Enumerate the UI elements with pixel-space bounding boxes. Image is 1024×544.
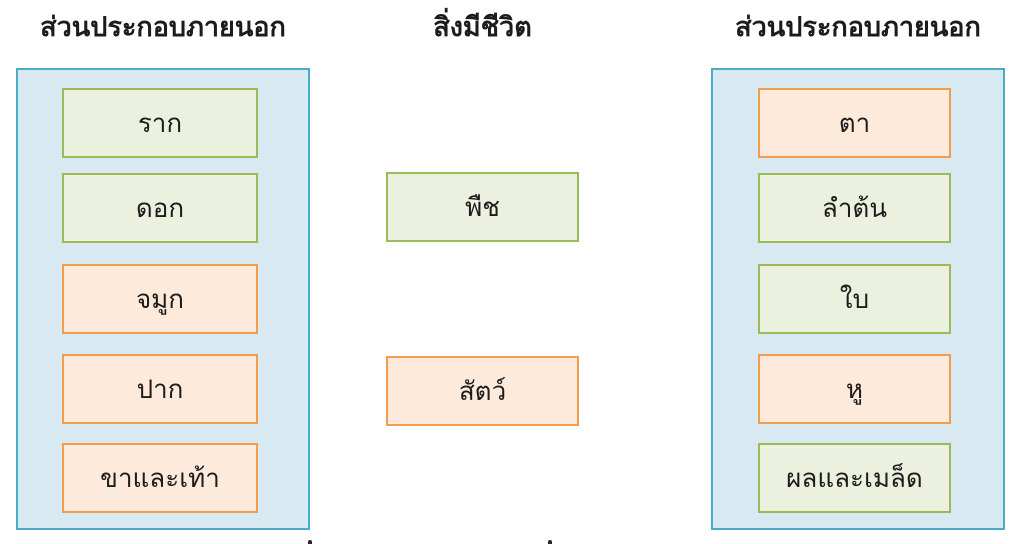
item-box-flower: ดอก [62,173,258,243]
cropped-caption-mark [308,540,312,544]
item-label: ราก [137,107,183,138]
item-label: ลำต้น [821,192,888,223]
item-box-fruit-seed: ผลและเมล็ด [758,443,951,513]
item-label: จมูก [135,283,185,314]
item-box-leaf: ใบ [758,264,951,334]
item-box-mouth: ปาก [62,354,258,424]
category-label: สัตว์ [458,375,507,406]
left-column-title: ส่วนประกอบภายนอก [40,11,286,42]
category-box-plant: พืช [386,172,579,242]
item-box-legs-feet: ขาและเท้า [62,443,258,513]
item-label: หู [845,373,864,404]
item-box-eye: ตา [758,88,951,158]
item-label: ตา [838,107,871,138]
item-box-nose: จมูก [62,264,258,334]
item-label: ปาก [136,373,184,404]
item-box-stem: ลำต้น [758,173,951,243]
middle-column-title: สิ่งมีชีวิต [433,11,532,42]
item-box-root: ราก [62,88,258,158]
cropped-caption-mark [548,540,552,544]
item-label: ผลและเมล็ด [786,462,923,493]
item-box-ear: หู [758,354,951,424]
left-panel: ราก ดอก จมูก ปาก ขาและเท้า [16,68,310,530]
item-label: ใบ [839,283,870,314]
item-label: ดอก [135,192,185,223]
right-column-title: ส่วนประกอบภายนอก [735,11,981,42]
item-label: ขาและเท้า [100,462,220,493]
right-panel: ตา ลำต้น ใบ หู ผลและเมล็ด [711,68,1005,530]
category-label: พืช [465,191,500,222]
category-box-animal: สัตว์ [386,356,579,426]
